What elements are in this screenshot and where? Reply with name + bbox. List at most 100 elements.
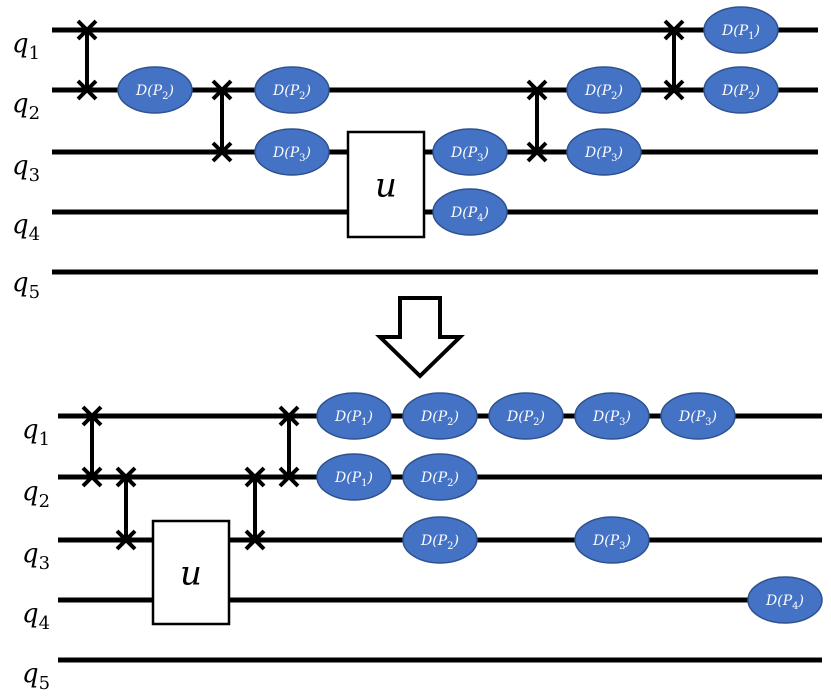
- gate-label: D(P3): [450, 145, 489, 164]
- swap-x-mark: [663, 79, 685, 101]
- qubit-label-q3: q3: [12, 151, 40, 186]
- gate-ellipse: [566, 66, 642, 114]
- gate-label: D(P2): [272, 83, 311, 102]
- gate-ellipse: [117, 66, 193, 114]
- gate-D-P3: D(P3): [574, 392, 650, 440]
- unitary-box: u: [151, 519, 231, 626]
- gate-label: D(P4): [765, 593, 804, 612]
- swap-gate: [663, 19, 685, 101]
- swap-x-mark: [211, 141, 233, 163]
- swap-gate: [76, 19, 98, 101]
- gate-D-P1: D(P1): [316, 453, 392, 501]
- gate-ellipse: [432, 128, 508, 176]
- swap-gate: [81, 405, 103, 488]
- gate-label: D(P2): [420, 470, 459, 489]
- swap-x-mark: [211, 79, 233, 101]
- swap-gate: [115, 466, 137, 551]
- gate-D-P2: D(P2): [254, 66, 330, 114]
- top-circuit: q1 q2 q3 q4 q5 u D(P2) D(P2) D(P3) D(P3) D(P4) D(P2…: [12, 6, 818, 303]
- qubit-label-q4: q4: [12, 210, 40, 245]
- qubit-label-q4: q4: [22, 599, 50, 634]
- qubit-label-q5: q5: [12, 268, 40, 303]
- gate-ellipse: [402, 516, 478, 564]
- gate-label: D(P3): [272, 145, 311, 164]
- qubit-label-q3: q3: [22, 539, 50, 574]
- swap-x-mark: [663, 19, 685, 41]
- swap-x-mark: [526, 141, 548, 163]
- qubit-label-q2: q2: [12, 89, 40, 124]
- unitary-label: u: [180, 554, 202, 594]
- swap-x-mark: [76, 79, 98, 101]
- gate-label: D(P2): [584, 83, 623, 102]
- down-arrow-shape: [375, 296, 465, 379]
- down-arrow-icon: [375, 296, 465, 379]
- qubit-label-q1: q1: [12, 29, 40, 64]
- gate-ellipse: [488, 392, 564, 440]
- gate-D-P3: D(P3): [566, 128, 642, 176]
- gate-ellipse: [254, 66, 330, 114]
- gate-ellipse: [703, 6, 779, 54]
- gate-D-P3: D(P3): [254, 128, 330, 176]
- gate-label: D(P1): [721, 23, 760, 42]
- unitary-rect: [151, 519, 231, 626]
- unitary-label: u: [375, 166, 397, 206]
- gate-D-P2: D(P2): [402, 516, 478, 564]
- gate-label: D(P3): [584, 145, 623, 164]
- gate-label: D(P2): [420, 409, 459, 428]
- swap-x-mark: [244, 529, 266, 551]
- swap-x-mark: [81, 405, 103, 427]
- unitary-rect: [346, 130, 426, 239]
- gate-D-P3: D(P3): [574, 516, 650, 564]
- swap-x-mark: [81, 466, 103, 488]
- gate-ellipse: [402, 453, 478, 501]
- swap-x-mark: [278, 466, 300, 488]
- gate-D-P3: D(P3): [432, 128, 508, 176]
- qubit-label-q5: q5: [22, 659, 50, 692]
- gate-label: D(P1): [334, 409, 373, 428]
- gate-D-P2: D(P2): [703, 66, 779, 114]
- swap-x-mark: [76, 19, 98, 41]
- qubit-label-q1: q1: [22, 415, 50, 450]
- gate-label: D(P3): [678, 409, 717, 428]
- gate-label: D(P4): [450, 205, 489, 224]
- gate-ellipse: [574, 516, 650, 564]
- gate-label: D(P1): [334, 470, 373, 489]
- swap-x-mark: [526, 79, 548, 101]
- gate-ellipse: [703, 66, 779, 114]
- swap-gate: [244, 466, 266, 551]
- gate-D-P2: D(P2): [488, 392, 564, 440]
- gate-D-P4: D(P4): [747, 576, 823, 624]
- gate-ellipse: [660, 392, 736, 440]
- gate-D-P1: D(P1): [703, 6, 779, 54]
- gate-label: D(P2): [721, 83, 760, 102]
- gate-label: D(P2): [506, 409, 545, 428]
- gate-label: D(P3): [592, 533, 631, 552]
- gate-ellipse: [316, 392, 392, 440]
- gate-D-P2: D(P2): [402, 453, 478, 501]
- gate-label: D(P2): [135, 83, 174, 102]
- bottom-circuit: q1q2q3q4q5uD(P1)D(P2)D(P2)D(P3)D(P3)D(P1…: [22, 392, 823, 694]
- swap-gate: [211, 79, 233, 163]
- gate-D-P2: D(P2): [402, 392, 478, 440]
- gate-label: D(P3): [592, 409, 631, 428]
- gate-D-P2: D(P2): [566, 66, 642, 114]
- gate-ellipse: [402, 392, 478, 440]
- swap-x-mark: [115, 466, 137, 488]
- gate-ellipse: [254, 128, 330, 176]
- swap-gate: [526, 79, 548, 163]
- swap-x-mark: [115, 529, 137, 551]
- gate-D-P1: D(P1): [316, 392, 392, 440]
- swap-x-mark: [244, 466, 266, 488]
- gate-ellipse: [574, 392, 650, 440]
- gate-label: D(P2): [420, 533, 459, 552]
- gate-ellipse: [432, 188, 508, 236]
- swap-gate: [278, 405, 300, 488]
- unitary-box: u: [346, 130, 426, 239]
- gate-D-P2: D(P2): [117, 66, 193, 114]
- gate-D-P3: D(P3): [660, 392, 736, 440]
- swap-x-mark: [278, 405, 300, 427]
- gate-D-P4: D(P4): [432, 188, 508, 236]
- gate-ellipse: [747, 576, 823, 624]
